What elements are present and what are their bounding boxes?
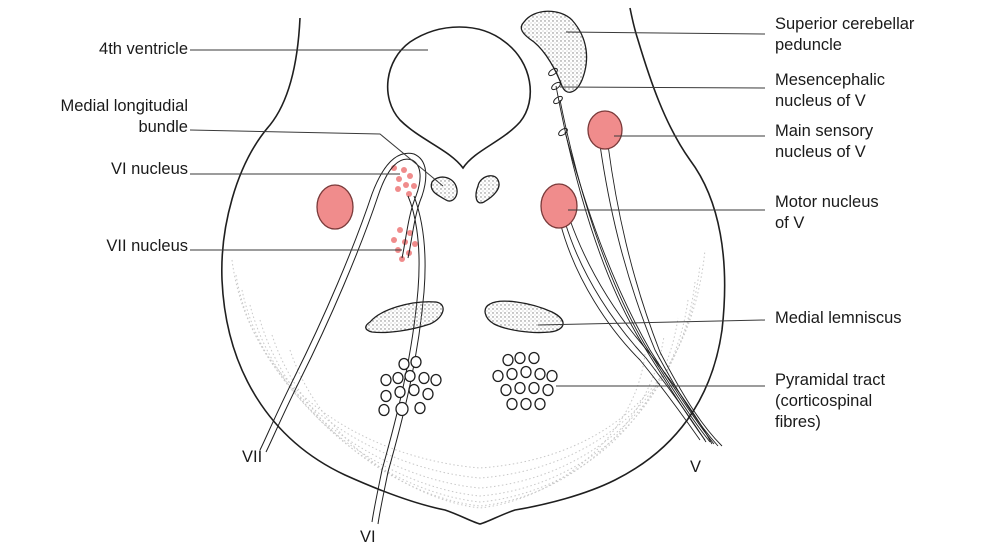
label-fourth-ventricle: 4th ventricle [30, 39, 188, 60]
mlf-right [476, 176, 499, 203]
label-superior-cerebellar-peduncle: Superior cerebellar peduncle [775, 14, 914, 56]
label-nerve-vii: VII [242, 447, 262, 468]
left-nucleus [317, 185, 353, 229]
label-vii-nucleus: VII nucleus [40, 236, 188, 257]
medial-lemniscus-left [366, 302, 443, 333]
medial-lemniscus-right [485, 301, 563, 332]
label-main-sensory-nucleus: Main sensory nucleus of V [775, 121, 873, 163]
leader-mesencephalic [560, 87, 765, 88]
pyramidal-tract-right [493, 353, 557, 410]
label-nerve-vi: VI [360, 527, 376, 548]
label-nerve-v: V [690, 457, 701, 478]
trigeminal-fibres [556, 86, 722, 446]
label-mesencephalic-nucleus: Mesencephalic nucleus of V [775, 70, 885, 112]
leader-mlf [190, 130, 443, 186]
superior-cerebellar-peduncle-shape [521, 11, 586, 92]
main-sensory-nucleus-v [588, 111, 622, 149]
vi-nucleus-dots [391, 165, 417, 197]
label-medial-lemniscus: Medial lemniscus [775, 308, 902, 329]
label-vi-nucleus: VI nucleus [40, 159, 188, 180]
leader-superior-cerebellar [566, 32, 765, 34]
mlf-left [431, 177, 457, 201]
leader-medial-lemniscus [538, 320, 765, 325]
fourth-ventricle-shape [388, 27, 531, 168]
pyramidal-tract-left [379, 357, 441, 416]
motor-nucleus-v [541, 184, 577, 228]
label-motor-nucleus: Motor nucleus of V [775, 192, 879, 234]
label-pyramidal-tract: Pyramidal tract (corticospinal fibres) [775, 370, 885, 433]
label-medial-longitudinal-bundle: Medial longitudial bundle [0, 96, 188, 138]
